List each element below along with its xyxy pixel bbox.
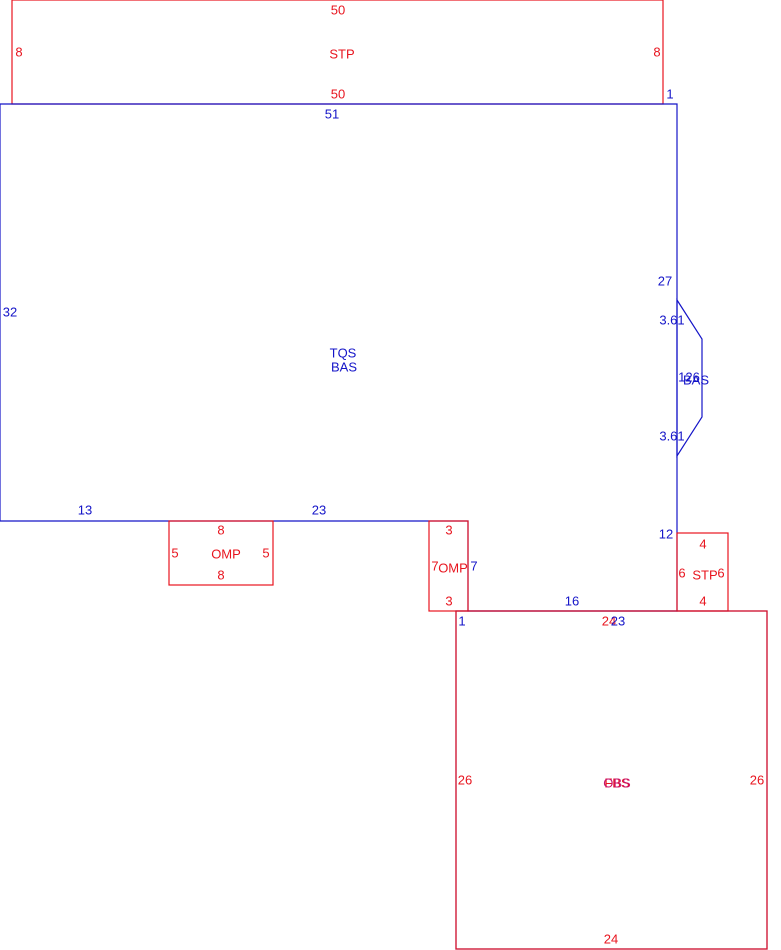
lower-block-label-fbs: FBS (604, 775, 630, 790)
omp-right-top-dimension: 3 (445, 522, 452, 537)
stp-small-label: STP (692, 567, 717, 582)
main-notch-side-dimension: 7 (470, 558, 477, 573)
omp-right-outline (428, 520, 469, 612)
stp-small-left-dimension: 6 (678, 565, 685, 580)
bay-lower-angle-dimension: 3.61 (659, 428, 684, 443)
omp-left-outline (168, 520, 274, 586)
stp-top-area[interactable]: 50 STP 8 8 50 (11, 0, 664, 105)
main-right-lower-dimension: 12 (659, 526, 673, 541)
lower-block-top-dimension-blue: 23 (611, 613, 625, 628)
main-bottom-left-dimension: 13 (78, 502, 92, 517)
lower-block-bottom-dimension: 24 (604, 931, 618, 946)
omp-right-area[interactable]: 3 7 OMP 3 (428, 520, 469, 612)
lower-block-outline-red (455, 610, 768, 950)
main-label-line-1: TQS (330, 345, 357, 360)
bay-depth-dimension: 126 (678, 369, 700, 384)
omp-left-label: OMP (211, 546, 241, 561)
omp-left-left-dimension: 5 (171, 545, 178, 560)
stp-small-area[interactable]: 4 6 STP 6 4 (676, 532, 729, 612)
stp-top-top-dimension: 50 (331, 2, 345, 17)
bay-bas-outline (676, 297, 703, 459)
stp-small-bottom-dimension: 4 (699, 593, 706, 608)
bay-upper-angle-dimension: 3.61 (659, 312, 684, 327)
main-bas-area[interactable]: 51 1 32 TQS BAS 27 12 13 23 7 1 16 (0, 86, 678, 628)
main-bottom-right-dimension: 16 (565, 593, 579, 608)
main-left-dimension: 32 (3, 304, 17, 319)
omp-right-left-dimension: 7 (431, 558, 438, 573)
main-label-line-2: BAS (331, 359, 357, 374)
lower-block-right-dimension: 26 (750, 772, 764, 787)
bay-label: BAS (683, 372, 709, 387)
stp-top-label: STP (329, 46, 354, 61)
main-right-upper-dimension: 27 (658, 273, 672, 288)
omp-right-label: OMP (438, 560, 468, 575)
main-top-dimension: 51 (325, 106, 339, 121)
main-right-top-corner-dimension: 1 (666, 86, 673, 101)
omp-right-bottom-dimension: 3 (445, 593, 452, 608)
omp-left-top-dimension: 8 (217, 522, 224, 537)
lower-block-area[interactable]: 24 23 26 26 FBS OBS 24 (455, 610, 768, 950)
lower-block-left-dimension: 26 (458, 772, 472, 787)
stp-top-left-dimension: 8 (15, 44, 22, 59)
lower-block-label-obs: OBS (603, 775, 631, 790)
main-bottom-mid-dimension: 23 (312, 502, 326, 517)
stp-top-right-dimension: 8 (653, 44, 660, 59)
lower-block-top-dimension-red: 24 (602, 613, 616, 628)
stp-top-bottom-dimension: 50 (331, 86, 345, 101)
main-notch-bottom-dimension: 1 (458, 613, 465, 628)
stp-small-top-dimension: 4 (699, 536, 706, 551)
omp-left-right-dimension: 5 (262, 545, 269, 560)
omp-left-area[interactable]: 8 OMP 5 5 8 (168, 520, 274, 586)
stp-small-right-dimension: 6 (717, 565, 724, 580)
bay-bas-area[interactable]: 3.61 3.61 126 BAS (659, 297, 709, 459)
omp-left-bottom-dimension: 8 (217, 567, 224, 582)
